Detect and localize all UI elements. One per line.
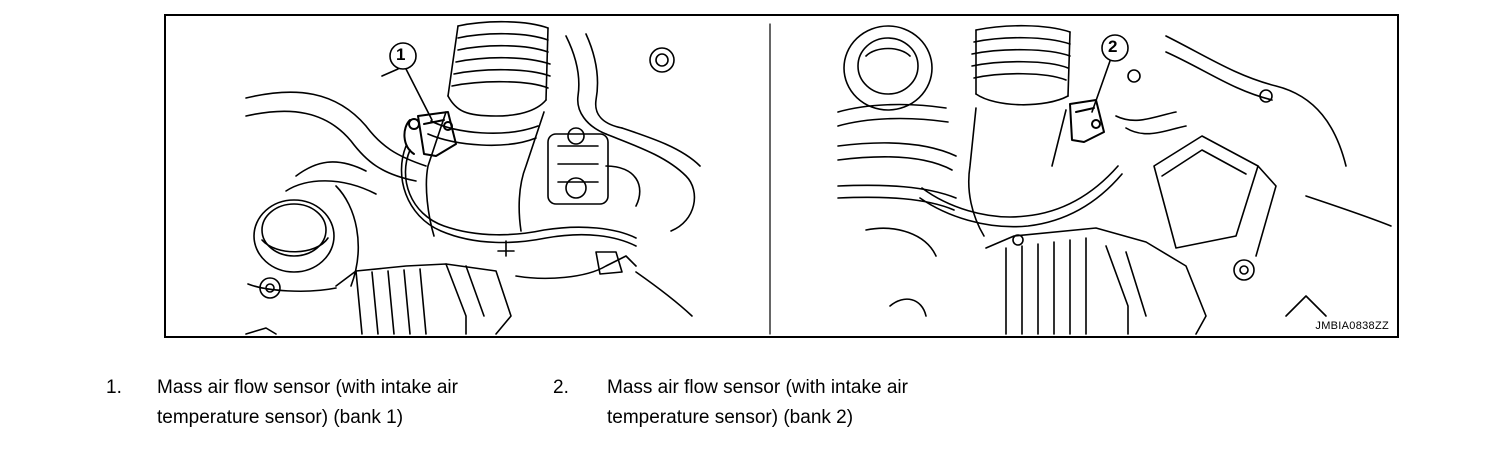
legend-text-2-line-2: temperature sensor) (bank 2)	[607, 407, 854, 428]
engine-line-drawing	[245, 20, 1392, 335]
right-view-bank-2	[837, 24, 1392, 335]
maf-sensor-bank-2-drawing	[1069, 99, 1105, 143]
callout-2-label: 2	[1108, 37, 1118, 56]
legend-number-2: 2.	[553, 377, 569, 398]
legend-text-1: Mass air flow sensor (with intake air te…	[157, 373, 458, 433]
left-view-bank-1	[245, 20, 701, 335]
legend-text-1-line-1: Mass air flow sensor (with intake air	[157, 377, 458, 398]
air-duct-bellows-right	[971, 24, 1071, 97]
air-duct-bellows-left	[447, 20, 551, 101]
maf-sensor-bank-1-drawing	[403, 111, 457, 157]
legend-text-2-line-1: Mass air flow sensor (with intake air	[607, 377, 908, 398]
callout-1-graphic	[381, 42, 433, 121]
legend-text-2: Mass air flow sensor (with intake air te…	[607, 373, 908, 433]
callout-2-graphic	[1091, 34, 1129, 113]
legend-number-1: 1.	[106, 377, 122, 398]
legend-text-1-line-2: temperature sensor) (bank 1)	[157, 407, 404, 428]
callout-1-label: 1	[396, 45, 406, 64]
engine-illustration-frame: 1 2 JMBIA0838ZZ	[164, 14, 1399, 338]
figure-id: JMBIA0838ZZ	[1315, 320, 1389, 332]
